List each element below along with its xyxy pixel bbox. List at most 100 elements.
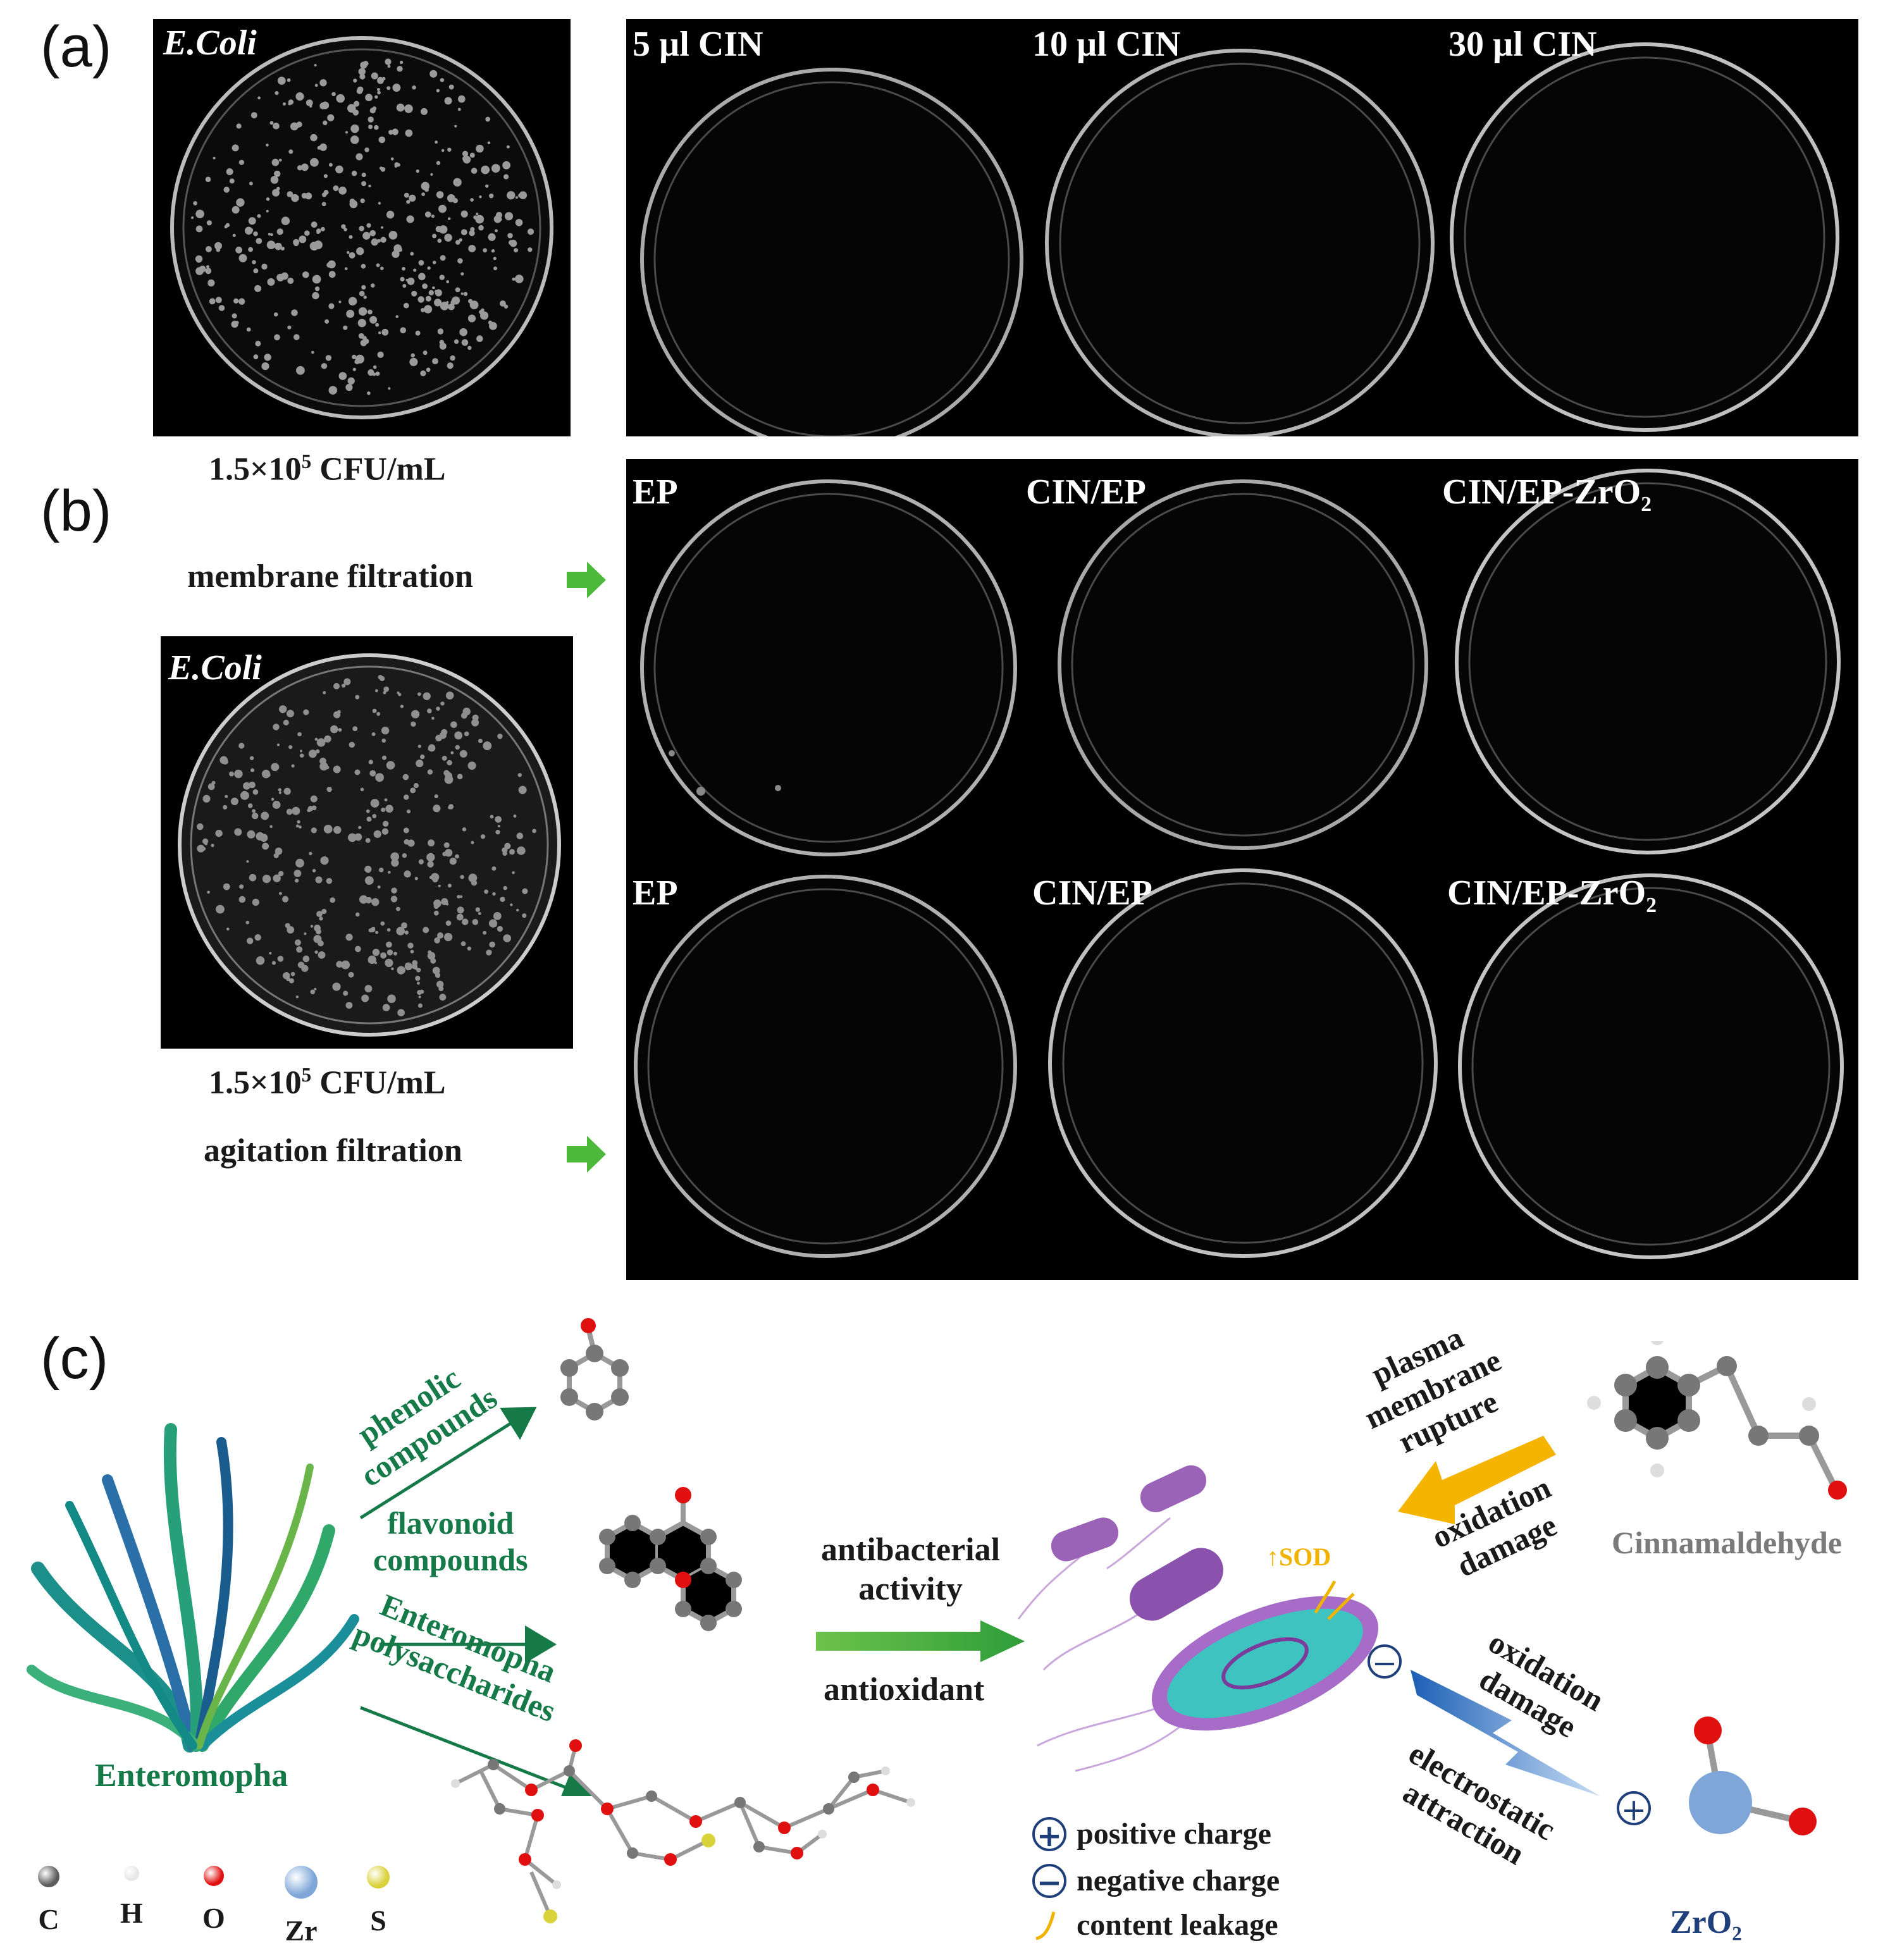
colony-dot (285, 923, 290, 928)
colony-dot (262, 769, 269, 777)
colony-dot (243, 782, 250, 790)
colony-dot (359, 226, 364, 231)
colony-dot (215, 297, 222, 304)
colony-dot (446, 301, 449, 304)
colony-dot (423, 692, 431, 700)
colony-dot (476, 144, 484, 153)
colony-dot (454, 339, 459, 344)
colony-dot (439, 994, 447, 1001)
colony-dot (437, 328, 444, 335)
colony-dot (502, 161, 510, 169)
colony-dot (286, 808, 293, 815)
colony-dot (296, 366, 305, 375)
colony-dot (330, 725, 338, 734)
colony-dot (422, 283, 428, 289)
bacteria-negative-charge-icon: − (1368, 1644, 1402, 1680)
colony-dot (321, 226, 325, 231)
colony-dot (355, 153, 363, 161)
colony-dot (438, 986, 444, 992)
colony-dot (411, 710, 420, 718)
colony-dot (350, 124, 359, 133)
colony-dot (262, 875, 271, 884)
colony-dot (364, 865, 372, 873)
colony-dot (338, 372, 347, 380)
colony-dot (367, 391, 371, 395)
colony-dot (232, 313, 237, 319)
colony-dot (429, 70, 438, 78)
colony-dot (440, 255, 446, 261)
colony-dot (514, 248, 519, 253)
colony-dot (391, 859, 399, 867)
colony-dot (492, 923, 497, 927)
colony-dot (418, 273, 426, 281)
colony-dot (367, 958, 373, 963)
colony-dot (338, 300, 342, 304)
colony-dot (485, 184, 489, 188)
colony-dot (428, 950, 432, 954)
colony-dot (490, 815, 494, 819)
colony-dot (315, 937, 321, 943)
colony-dot (386, 86, 391, 90)
colony-dot (450, 721, 457, 729)
colony-dot (369, 230, 376, 237)
colony-dot (390, 157, 394, 161)
colony-dot (378, 202, 381, 205)
colony-dot (253, 268, 259, 274)
colony-dot (403, 302, 409, 309)
colony-dot (321, 202, 326, 207)
panel-b-treatment-photo (626, 459, 1858, 1280)
colony-dot (404, 870, 411, 878)
colony-dot (383, 820, 389, 827)
colony-dot (361, 994, 369, 1002)
colony-dot (396, 103, 405, 112)
colony-dot (380, 921, 385, 926)
colony-dot (207, 279, 215, 287)
colony-dot (396, 927, 405, 935)
colony-dot (489, 941, 495, 948)
colony-dot (433, 804, 441, 813)
colony-dot (380, 952, 387, 959)
colony-dot (417, 1003, 423, 1008)
colony-dot (478, 739, 483, 743)
colony-dot (206, 265, 209, 269)
colony-dot (362, 231, 371, 240)
colony-dot (410, 252, 414, 256)
colony-dot (295, 995, 299, 999)
colony-dot (295, 878, 299, 883)
colony-dot (271, 763, 280, 772)
colony-dot (432, 358, 438, 364)
panel-a-concentration: 1.5×105 CFU/mL (209, 450, 446, 488)
colony-dot (316, 928, 321, 935)
colony-dot (397, 163, 400, 167)
colony-dot (291, 194, 299, 202)
colony-dot (374, 95, 378, 99)
colony-dot (256, 238, 262, 244)
colony-dot (345, 383, 353, 391)
colony-dot (254, 934, 261, 941)
colony-dot (302, 271, 309, 278)
colony-dot (509, 240, 517, 247)
colony-dot (414, 966, 418, 970)
colony-dot (386, 211, 395, 219)
colony-dot (424, 187, 429, 192)
colony-dot (471, 718, 479, 727)
colony-dot (197, 823, 204, 830)
colony-dot (336, 961, 343, 968)
colony-dot (420, 370, 426, 376)
colony-dot (518, 786, 527, 794)
colony-dot (355, 694, 360, 700)
zro2-positive-charge-icon: + (1617, 1791, 1651, 1827)
colony-dot (361, 172, 366, 178)
colony-dot (407, 277, 415, 285)
colony-dot (467, 946, 471, 951)
leakage-icon (1035, 1911, 1056, 1940)
colony-dot (197, 844, 205, 853)
colony-dot (491, 164, 500, 173)
colony-dot (517, 846, 526, 855)
colony-dot (345, 934, 353, 941)
colony-dot (380, 266, 384, 271)
colony-dot (503, 304, 509, 309)
colony-dot (400, 61, 404, 65)
colony-dot (246, 860, 249, 863)
colony-dot (287, 710, 294, 718)
